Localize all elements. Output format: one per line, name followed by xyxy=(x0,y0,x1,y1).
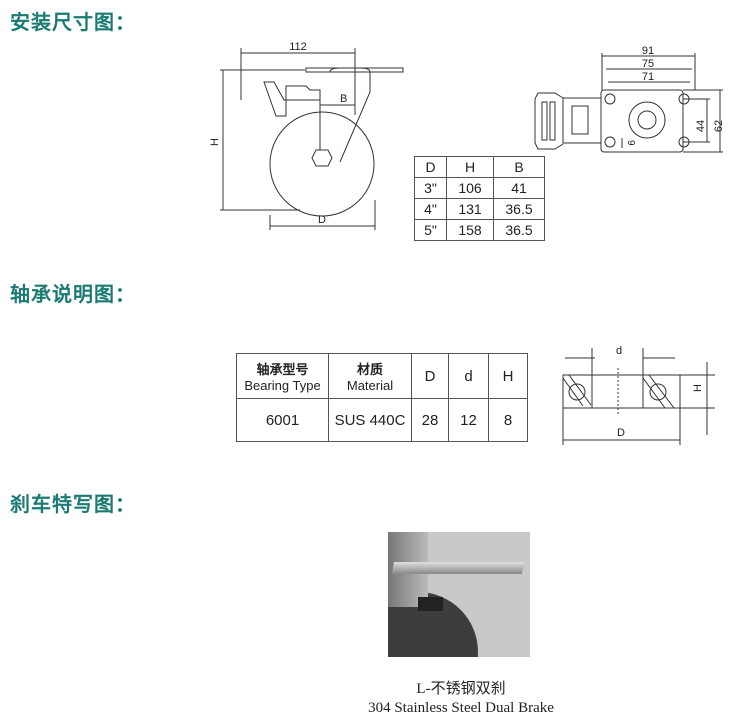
caster-top-view-diagram: 91 75 71 44 62 9 xyxy=(534,45,725,153)
svg-text:d: d xyxy=(616,345,622,357)
section-heading-brake: 刹车特写图： xyxy=(10,492,136,516)
caster-side-view-diagram: 112 H B D xyxy=(209,41,404,230)
svg-text:44: 44 xyxy=(695,120,707,132)
dim-112: 112 xyxy=(289,41,307,53)
svg-text:D: D xyxy=(318,214,326,226)
svg-text:B: B xyxy=(340,93,347,105)
svg-text:D: D xyxy=(617,427,625,439)
svg-text:91: 91 xyxy=(642,45,654,57)
svg-text:9: 9 xyxy=(625,140,636,146)
section-heading-bearing: 轴承说明图： xyxy=(10,282,136,306)
svg-text:75: 75 xyxy=(642,58,654,70)
brake-caption-cn: L-不锈钢双刹 xyxy=(416,681,506,697)
brake-photo xyxy=(388,532,530,657)
svg-text:H: H xyxy=(209,138,221,146)
brake-caption-en: 304 Stainless Steel Dual Brake xyxy=(368,700,554,716)
bearing-diagram: d H D xyxy=(562,345,715,445)
svg-text:71: 71 xyxy=(642,71,654,83)
section-heading-install: 安装尺寸图： xyxy=(10,10,136,34)
svg-text:62: 62 xyxy=(713,120,725,132)
svg-text:H: H xyxy=(692,384,704,392)
